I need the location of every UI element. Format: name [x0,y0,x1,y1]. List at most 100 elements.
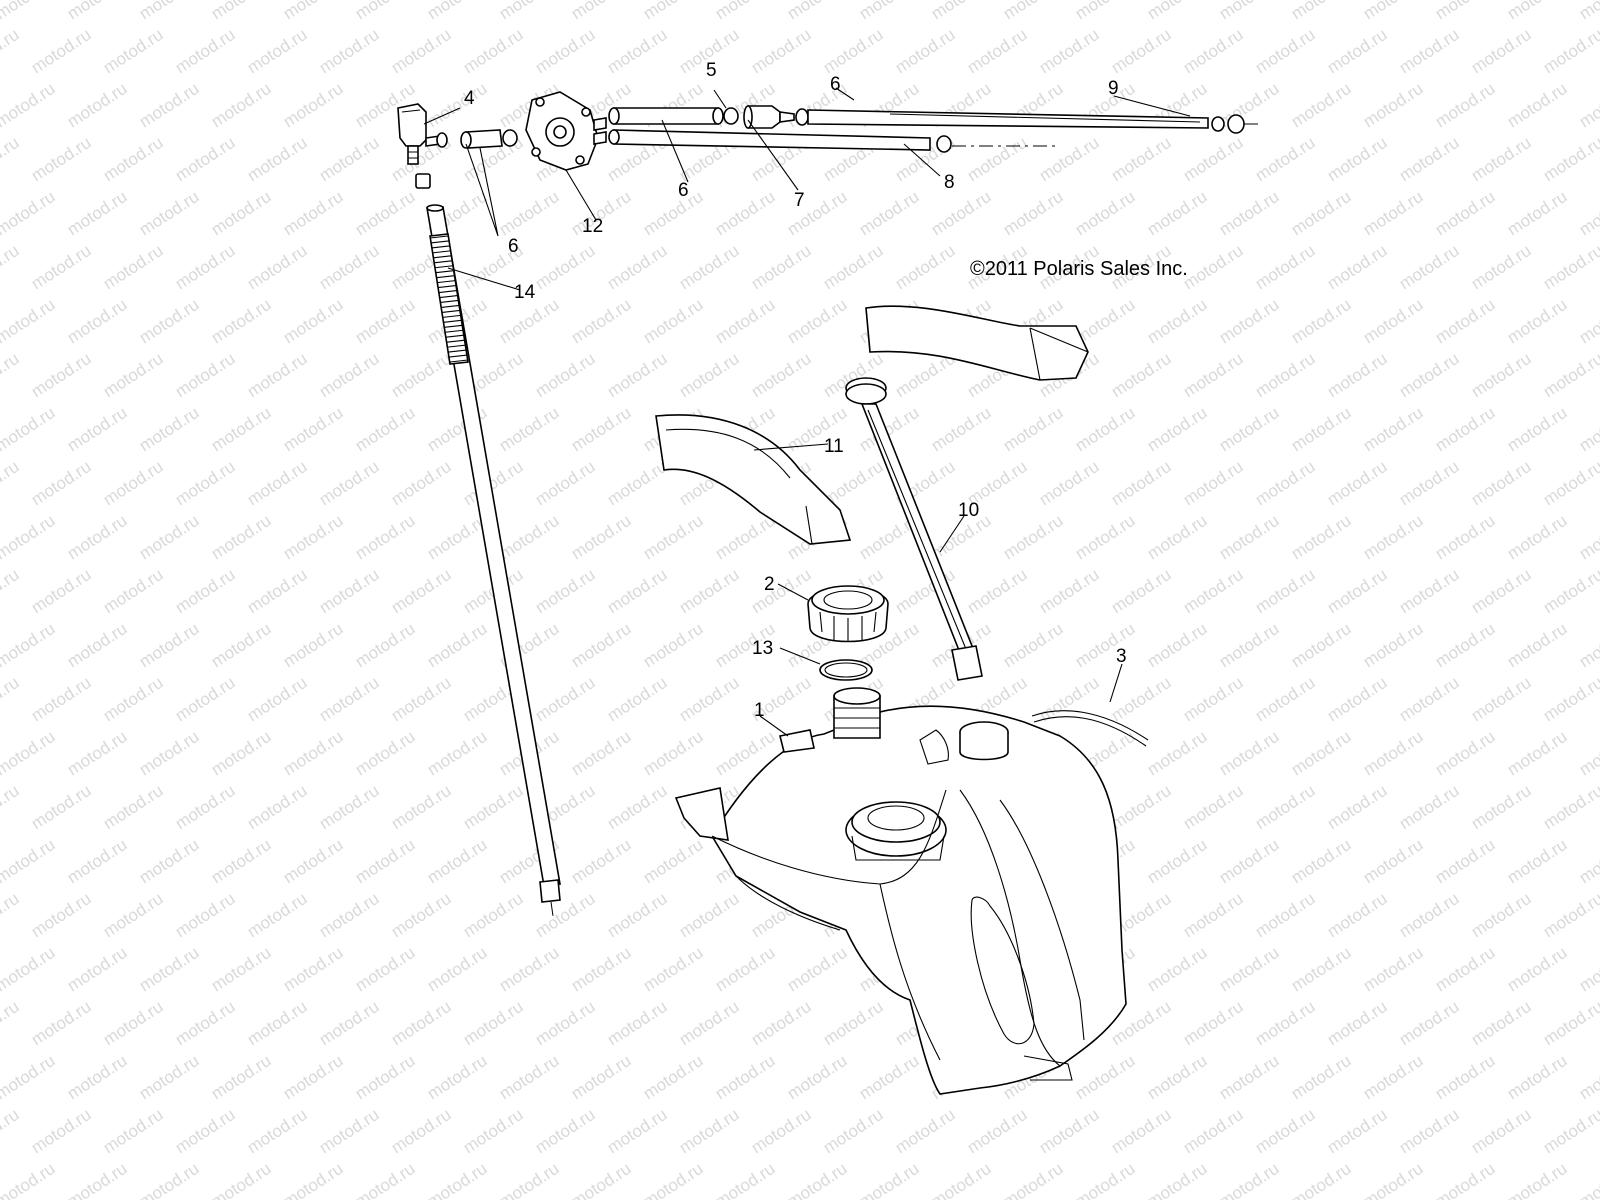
watermark-text: motod.ru [1576,187,1600,239]
watermark-text: motod.ru [1180,889,1247,941]
watermark-text: motod.ru [244,781,311,833]
watermark-text: motod.ru [676,565,743,617]
watermark-text: motod.ru [208,187,275,239]
watermark-text: motod.ru [784,1051,851,1103]
elbow-fitting-4 [397,103,441,165]
watermark-text: motod.ru [0,79,58,131]
watermark-text: motod.ru [352,727,419,779]
watermark-text: motod.ru [1108,673,1175,725]
watermark-text: motod.ru [1504,403,1571,455]
watermark-text: motod.ru [1540,889,1600,941]
watermark-text: motod.ru [964,133,1031,185]
watermark-text: motod.ru [1468,133,1535,185]
watermark-text: motod.ru [928,403,995,455]
vent-line-3 [1031,710,1149,747]
watermark-text: motod.ru [1540,25,1600,77]
watermark-text: motod.ru [1144,0,1211,23]
watermark-text: motod.ru [280,295,347,347]
watermark-text: motod.ru [64,79,131,131]
watermark-text: motod.ru [712,295,779,347]
watermark-text: motod.ru [784,943,851,995]
watermark-text: motod.ru [1360,1159,1427,1200]
watermark-text: motod.ru [28,1105,95,1157]
watermark-text: motod.ru [316,349,383,401]
callout-5: 5 [706,60,717,81]
watermark-text: motod.ru [0,673,22,725]
watermark-text: motod.ru [1576,403,1600,455]
corrugation-rib [438,290,457,294]
corrugation-rib [446,339,465,343]
watermark-text: motod.ru [1576,0,1600,23]
watermark-text: motod.ru [1432,79,1499,131]
watermark-text: motod.ru [1432,187,1499,239]
watermark-text: motod.ru [1432,1051,1499,1103]
watermark-text: motod.ru [1108,457,1175,509]
watermark-text: motod.ru [388,1105,455,1157]
watermark-text: motod.ru [1072,0,1139,23]
watermark-text: motod.ru [1252,349,1319,401]
watermark-text: motod.ru [172,457,239,509]
watermark-text: motod.ru [1540,1105,1600,1157]
watermark-text: motod.ru [316,997,383,1049]
watermark-text: motod.ru [172,781,239,833]
watermark-text: motod.ru [352,0,419,23]
watermark-text: motod.ru [532,673,599,725]
watermark-text: motod.ru [892,241,959,293]
watermark-text: motod.ru [1216,187,1283,239]
watermark-text: motod.ru [1036,133,1103,185]
watermark-text: motod.ru [1216,0,1283,23]
watermark-text: motod.ru [28,25,95,77]
watermark-text: motod.ru [172,889,239,941]
watermark-text: motod.ru [1000,511,1067,563]
watermark-text: motod.ru [1504,187,1571,239]
watermark-text: motod.ru [1432,943,1499,995]
watermark-text: motod.ru [568,295,635,347]
watermark-text: motod.ru [496,943,563,995]
watermark-text: motod.ru [1468,781,1535,833]
watermark-text: motod.ru [460,889,527,941]
hose-6-upper [608,107,724,125]
callout-1: 1 [754,700,765,721]
watermark-text: motod.ru [1324,997,1391,1049]
corrugation-rib [444,324,463,328]
watermark-text: motod.ru [712,0,779,23]
callout-14: 14 [514,282,536,303]
watermark-text: motod.ru [568,1159,635,1200]
watermark-text: motod.ru [1144,943,1211,995]
watermark-text: motod.ru [1540,781,1600,833]
watermark-text: motod.ru [1000,403,1067,455]
watermark-text: motod.ru [0,943,58,995]
watermark-text: motod.ru [604,673,671,725]
watermark-text: motod.ru [712,1159,779,1200]
corrugation-rib [440,299,459,304]
watermark-text: motod.ru [1252,997,1319,1049]
watermark-text: motod.ru [0,25,22,77]
watermark-text: motod.ru [1360,1051,1427,1103]
watermark-text: motod.ru [1180,781,1247,833]
watermark-text: motod.ru [0,349,22,401]
watermark-text: motod.ru [1468,457,1535,509]
watermark-text: motod.ru [244,349,311,401]
watermark-text: motod.ru [208,511,275,563]
watermark-text: motod.ru [1072,187,1139,239]
watermark-text: motod.ru [0,133,22,185]
watermark-text: motod.ru [280,619,347,671]
corrugation-rib [433,260,453,264]
watermark-text: motod.ru [0,0,58,23]
watermark-text: motod.ru [388,997,455,1049]
watermark-text: motod.ru [496,1159,563,1200]
watermark-text: motod.ru [28,997,95,1049]
watermark-text: motod.ru [856,187,923,239]
corrugation-rib [435,270,454,274]
watermark-text: motod.ru [1288,727,1355,779]
corrugation-rib [441,309,461,313]
watermark-text: motod.ru [136,619,203,671]
corrugation-rib [434,265,453,269]
watermark-text: motod.ru [1000,619,1067,671]
watermark-text: motod.ru [532,349,599,401]
watermark-text: motod.ru [352,1159,419,1200]
watermark-text: motod.ru [1504,511,1571,563]
watermark-text: motod.ru [1324,457,1391,509]
watermark-text: motod.ru [316,673,383,725]
